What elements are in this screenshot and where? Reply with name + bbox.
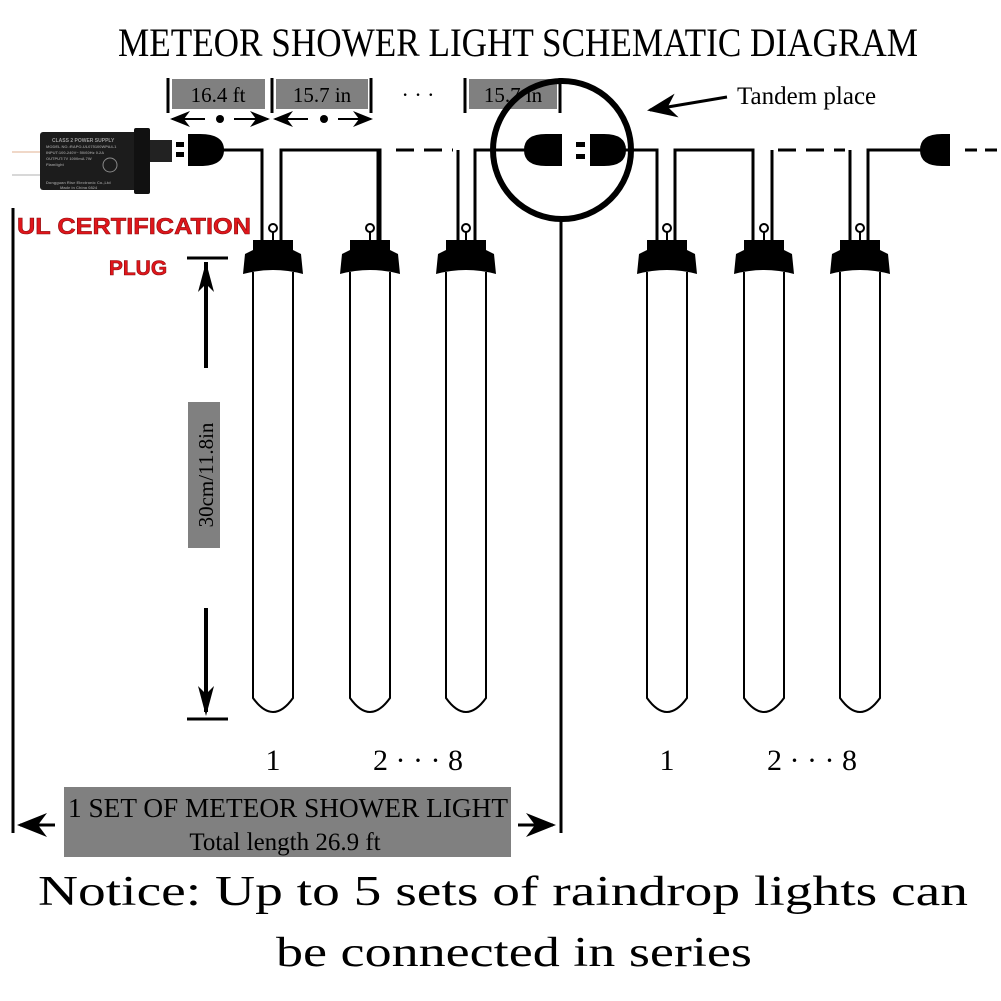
- power-supply-adapter: CLASS 2 POWER SUPPLY MODEL NO.:RAPO-UL07…: [12, 128, 172, 194]
- set1-wiring: [222, 148, 530, 240]
- set-length-box: 1 SET OF METEOR SHOWER LIGHT Total lengt…: [16, 787, 556, 857]
- ul-certification-label: UL CERTIFICATION: [17, 213, 251, 239]
- svg-text:Dongguan Rise Electronic Co.,L: Dongguan Rise Electronic Co.,Ltd: [46, 180, 111, 185]
- tube-height-label: 30cm/11.8in: [194, 422, 218, 527]
- tandem-arrow: [647, 93, 728, 118]
- ul-plug-label: PLUG: [109, 257, 167, 280]
- set1-tubes: [243, 223, 496, 713]
- adapter-plug-icon: [176, 134, 224, 166]
- set-length-title: 1 SET OF METEOR SHOWER LIGHT: [68, 793, 509, 823]
- set1-tube-number-first: 1: [266, 744, 281, 777]
- tandem-label: Tandem place: [737, 83, 876, 110]
- tube-height-dimension: 30cm/11.8in: [187, 256, 228, 721]
- spacing-label-second: 15.7 in: [293, 83, 352, 107]
- svg-text:CLASS 2 POWER SUPPLY: CLASS 2 POWER SUPPLY: [52, 138, 115, 144]
- svg-text:MODEL NO.:RAPO-UL075100WPA4-1: MODEL NO.:RAPO-UL075100WPA4-1: [46, 144, 117, 149]
- notice-line-2: be connected in series: [276, 930, 752, 976]
- spacing-labels: 16.4 ft 15.7 in · · · 15.7 in: [166, 78, 562, 127]
- set2-tube-number-first: 1: [660, 744, 675, 777]
- set2-tube-number-range: 2 · · · 8: [767, 744, 857, 777]
- svg-text:OUTPUT:7V 1000mA 7W: OUTPUT:7V 1000mA 7W: [46, 156, 92, 161]
- svg-text:Made in China 0824: Made in China 0824: [60, 185, 98, 190]
- set2-tubes: [637, 223, 890, 713]
- spacing-label-first: 16.4 ft: [191, 83, 246, 107]
- notice-line-1: Notice: Up to 5 sets of raindrop lights …: [38, 869, 968, 915]
- diagram-title: METEOR SHOWER LIGHT SCHEMATIC DIAGRAM: [118, 20, 918, 65]
- set1-tube-number-range: 2 · · · 8: [373, 744, 463, 777]
- svg-text:INPUT:100-240V~ 50/60Hz 0.2A: INPUT:100-240V~ 50/60Hz 0.2A: [46, 150, 104, 155]
- set2-wiring: [624, 134, 1001, 240]
- svg-text:Flamlight: Flamlight: [46, 162, 64, 167]
- spacing-ellipsis: · · ·: [402, 82, 435, 107]
- set-length-total: Total length 26.9 ft: [189, 829, 380, 856]
